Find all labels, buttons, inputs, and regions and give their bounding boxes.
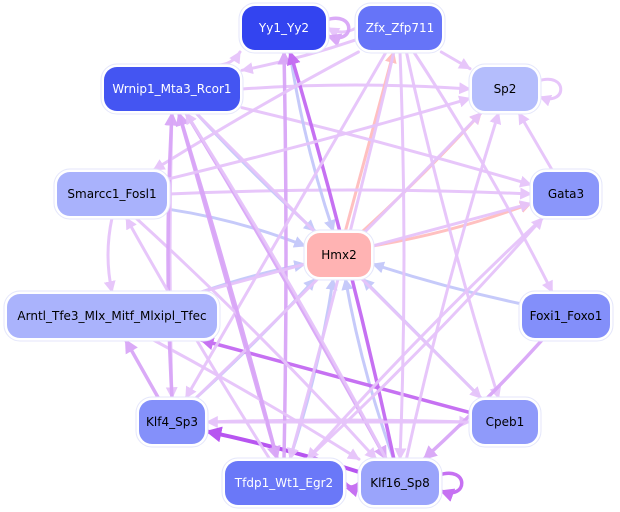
edge-Gata3-to-Tfdp1_Wt1_Egr2: [305, 216, 545, 461]
edge-Klf16_Sp8-to-Wrnip1_Mta3_Rcor1: [184, 111, 388, 461]
edge-Yy1_Yy2-to-Yy1_Yy2: [324, 16, 351, 47]
edges-layer: [103, 16, 563, 502]
edge-Wrnip1_Mta3_Rcor1-to-Yy1_Yy2: [214, 50, 242, 67]
edge-Arntl_Tfe3_Mlx_Mitf_Mlxipl_Tfec-to-Klf16_Sp8: [151, 338, 361, 461]
node-box[interactable]: [522, 294, 610, 338]
node-foxi1-foxo1[interactable]: Foxi1_Foxo1: [518, 290, 614, 342]
edge-Klf4_Sp3-to-Wrnip1_Mta3_Rcor1: [164, 111, 179, 400]
node-label: Tfdp1_Wt1_Egr2: [234, 476, 333, 490]
node-label: Hmx2: [321, 248, 356, 262]
node-box[interactable]: [7, 294, 217, 338]
node-box[interactable]: [358, 6, 442, 50]
node-label: Gata3: [548, 187, 584, 201]
node-label: Foxi1_Foxo1: [530, 309, 603, 323]
node-box[interactable]: [242, 6, 326, 50]
node-label: Zfx_Zfp711: [366, 21, 435, 35]
edge-Tfdp1_Wt1_Egr2-to-Yy1_Yy2: [277, 50, 292, 461]
node-zfx-zfp711[interactable]: Zfx_Zfp711: [354, 2, 446, 54]
edge-Wrnip1_Mta3_Rcor1-to-Gata3: [240, 106, 533, 188]
edge-Tfdp1_Wt1_Egr2-to-Klf16_Sp8: [343, 481, 361, 498]
edge-Wrnip1_Mta3_Rcor1-to-Sp2: [240, 82, 472, 95]
node-label: Arntl_Tfe3_Mlx_Mitf_Mlxipl_Tfec: [17, 309, 206, 323]
node-klf4-sp3[interactable]: Klf4_Sp3: [135, 396, 209, 448]
node-smarcc1-fosl1[interactable]: Smarcc1_Fosl1: [53, 168, 171, 220]
edge-Zfx_Zfp711-to-Smarcc1_Fosl1: [152, 50, 360, 172]
node-label: Klf16_Sp8: [370, 476, 430, 490]
node-label: Cpeb1: [486, 415, 525, 429]
node-label: Yy1_Yy2: [258, 21, 309, 35]
edge-Zfx_Zfp711-to-Klf4_Sp3: [184, 50, 388, 400]
edge-Smarcc1_Fosl1-to-Gata3: [167, 187, 533, 200]
node-hmx2[interactable]: Hmx2: [303, 229, 375, 281]
edge-Tfdp1_Wt1_Egr2-to-Gata3: [305, 216, 545, 461]
edge-Zfx_Zfp711-to-Klf16_Sp8: [394, 50, 407, 461]
node-klf16-sp8[interactable]: Klf16_Sp8: [357, 457, 443, 509]
node-box[interactable]: [533, 172, 599, 216]
node-box[interactable]: [307, 233, 371, 277]
edge-Smarcc1_Fosl1-to-Arntl_Tfe3_Mlx_Mitf_Mlxipl_Tfec: [103, 216, 116, 294]
edge-Klf4_Sp3-to-Arntl_Tfe3_Mlx_Mitf_Mlxipl_Tfec: [123, 338, 161, 400]
node-box[interactable]: [139, 400, 205, 444]
edge-Cpeb1-to-Arntl_Tfe3_Mlx_Mitf_Mlxipl_Tfec: [199, 336, 472, 415]
edge-Klf16_Sp8-to-Sp2: [404, 111, 502, 461]
node-cpeb1[interactable]: Cpeb1: [468, 396, 542, 448]
edge-Smarcc1_Fosl1-to-Sp2: [167, 95, 472, 181]
edge-Tfdp1_Wt1_Egr2-to-Wrnip1_Mta3_Rcor1: [175, 111, 279, 461]
edge-Klf16_Sp8-to-Klf16_Sp8: [437, 471, 464, 502]
node-label: Sp2: [494, 82, 517, 96]
edge-Klf16_Sp8-to-Hmx2: [341, 277, 396, 461]
node-label: Wrnip1_Mta3_Rcor1: [112, 82, 231, 96]
node-box[interactable]: [104, 67, 240, 111]
node-box[interactable]: [472, 67, 538, 111]
edge-Zfx_Zfp711-to-Sp2: [439, 50, 472, 71]
node-box[interactable]: [472, 400, 538, 444]
node-gata3[interactable]: Gata3: [529, 168, 603, 220]
edge-Foxi1_Foxo1-to-Hmx2: [371, 261, 522, 306]
node-wrnip1-mta3-rcor1[interactable]: Wrnip1_Mta3_Rcor1: [100, 63, 244, 115]
edge-Zfx_Zfp711-to-Yy1_Yy2: [326, 26, 358, 39]
node-box[interactable]: [57, 172, 167, 216]
edge-Hmx2-to-Gata3: [371, 201, 533, 248]
edge-Smarcc1_Fosl1-to-Hmx2: [167, 207, 307, 248]
edge-Zfx_Zfp711-to-Foxi1_Foxo1: [412, 50, 554, 294]
node-label: Klf4_Sp3: [146, 415, 198, 429]
node-tfdp1-wt1-egr2[interactable]: Tfdp1_Wt1_Egr2: [221, 457, 347, 509]
node-box[interactable]: [225, 461, 343, 505]
edge-Sp2-to-Sp2: [536, 77, 563, 107]
node-box[interactable]: [361, 461, 439, 505]
edge-Gata3-to-Sp2: [517, 111, 554, 172]
node-yy1-yy2[interactable]: Yy1_Yy2: [238, 2, 330, 54]
node-arntl-tfe3-mlx-mitf-mlxipl-tfec[interactable]: Arntl_Tfe3_Mlx_Mitf_Mlxipl_Tfec: [3, 290, 221, 342]
node-sp2[interactable]: Sp2: [468, 63, 542, 115]
node-label: Smarcc1_Fosl1: [67, 187, 156, 201]
